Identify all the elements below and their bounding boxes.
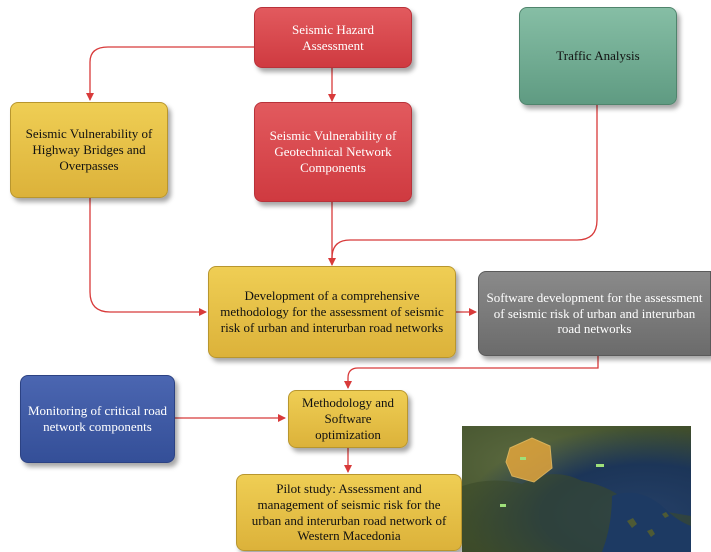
node-methodology-development-label: Development of a comprehensive methodolo… — [220, 288, 444, 335]
node-traffic-analysis-label: Traffic Analysis — [556, 48, 640, 64]
node-seismic-hazard-label: Seismic Hazard Assessment — [292, 21, 374, 53]
node-pilot-study-label: Pilot study: Assessment and management o… — [251, 480, 447, 544]
node-software-development: Software development for the assessment … — [478, 271, 711, 356]
node-geotechnical-vulnerability: Seismic Vulnerability of Geotechnical Ne… — [254, 102, 412, 202]
western-macedonia-region — [505, 437, 553, 483]
node-bridges-vulnerability-label: Seismic Vulnerability of Highway Bridges… — [25, 126, 153, 173]
node-optimization: Methodology and Software optimization — [288, 390, 408, 448]
edge-software-to-optimization — [344, 356, 599, 389]
node-seismic-hazard: Seismic Hazard Assessment — [254, 7, 412, 68]
node-geotechnical-vulnerability-label: Seismic Vulnerability of Geotechnical Ne… — [269, 128, 397, 175]
node-software-development-label: Software development for the assessment … — [486, 289, 703, 337]
edge-bridges-to-methodology — [89, 198, 207, 316]
satellite-map-image — [462, 426, 691, 552]
node-monitoring-label: Monitoring of critical road network comp… — [28, 403, 167, 434]
map-overlay — [462, 437, 691, 552]
node-monitoring: Monitoring of critical road network comp… — [20, 375, 175, 463]
node-pilot-study: Pilot study: Assessment and management o… — [236, 474, 462, 551]
edge-hazard-to-bridges — [86, 46, 254, 101]
node-traffic-analysis: Traffic Analysis — [519, 7, 677, 105]
node-methodology-development: Development of a comprehensive methodolo… — [208, 266, 456, 358]
node-bridges-vulnerability: Seismic Vulnerability of Highway Bridges… — [10, 102, 168, 198]
node-optimization-label: Methodology and Software optimization — [301, 395, 395, 442]
edge-traffic-to-methodology — [331, 105, 598, 259]
